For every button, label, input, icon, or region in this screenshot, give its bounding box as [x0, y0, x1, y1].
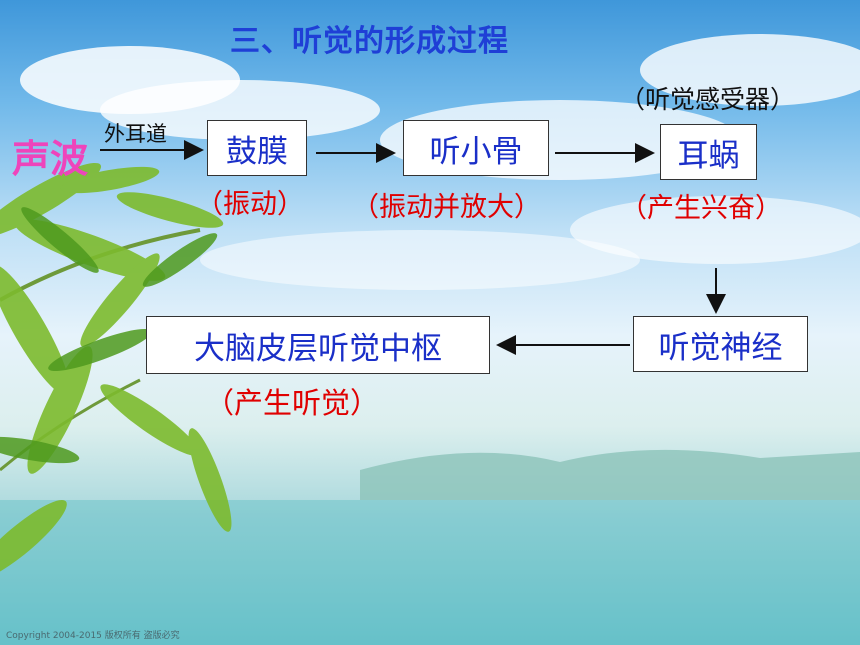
- auditory-cortex-box: 大脑皮层听觉中枢: [146, 316, 490, 374]
- cochlea-box: 耳蜗: [660, 124, 757, 180]
- auditory-nerve-box: 听觉神经: [633, 316, 808, 372]
- auditory-cortex-label: 大脑皮层听觉中枢: [194, 330, 442, 367]
- eardrum-label: 鼓膜: [226, 133, 288, 170]
- receptor-note: （听觉感受器）: [620, 85, 796, 114]
- ear-canal-label: 外耳道: [104, 122, 167, 146]
- sound-wave-label: 声波: [12, 137, 89, 181]
- slide-title: 三、听觉的形成过程: [230, 24, 509, 59]
- cloud: [640, 34, 860, 106]
- cloud: [100, 80, 380, 140]
- eardrum-note: （振动）: [196, 189, 304, 220]
- copyright-text: Copyright 2004-2015 版权所有 盗版必究: [6, 631, 180, 641]
- ossicles-note: （振动并放大）: [352, 192, 541, 223]
- cloud: [570, 196, 860, 264]
- ossicles-label: 听小骨: [429, 133, 523, 170]
- auditory-cortex-note: （产生听觉）: [205, 386, 380, 420]
- bamboo-leaves-dark: [0, 207, 218, 464]
- water: [0, 500, 860, 645]
- cochlea-label: 耳蜗: [677, 137, 740, 174]
- distant-hills: [360, 449, 860, 500]
- cloud: [200, 230, 640, 290]
- eardrum-box: 鼓膜: [207, 120, 307, 176]
- ossicles-box: 听小骨: [403, 120, 549, 176]
- auditory-nerve-label: 听觉神经: [658, 329, 783, 366]
- cochlea-note: （产生兴奋）: [620, 193, 782, 224]
